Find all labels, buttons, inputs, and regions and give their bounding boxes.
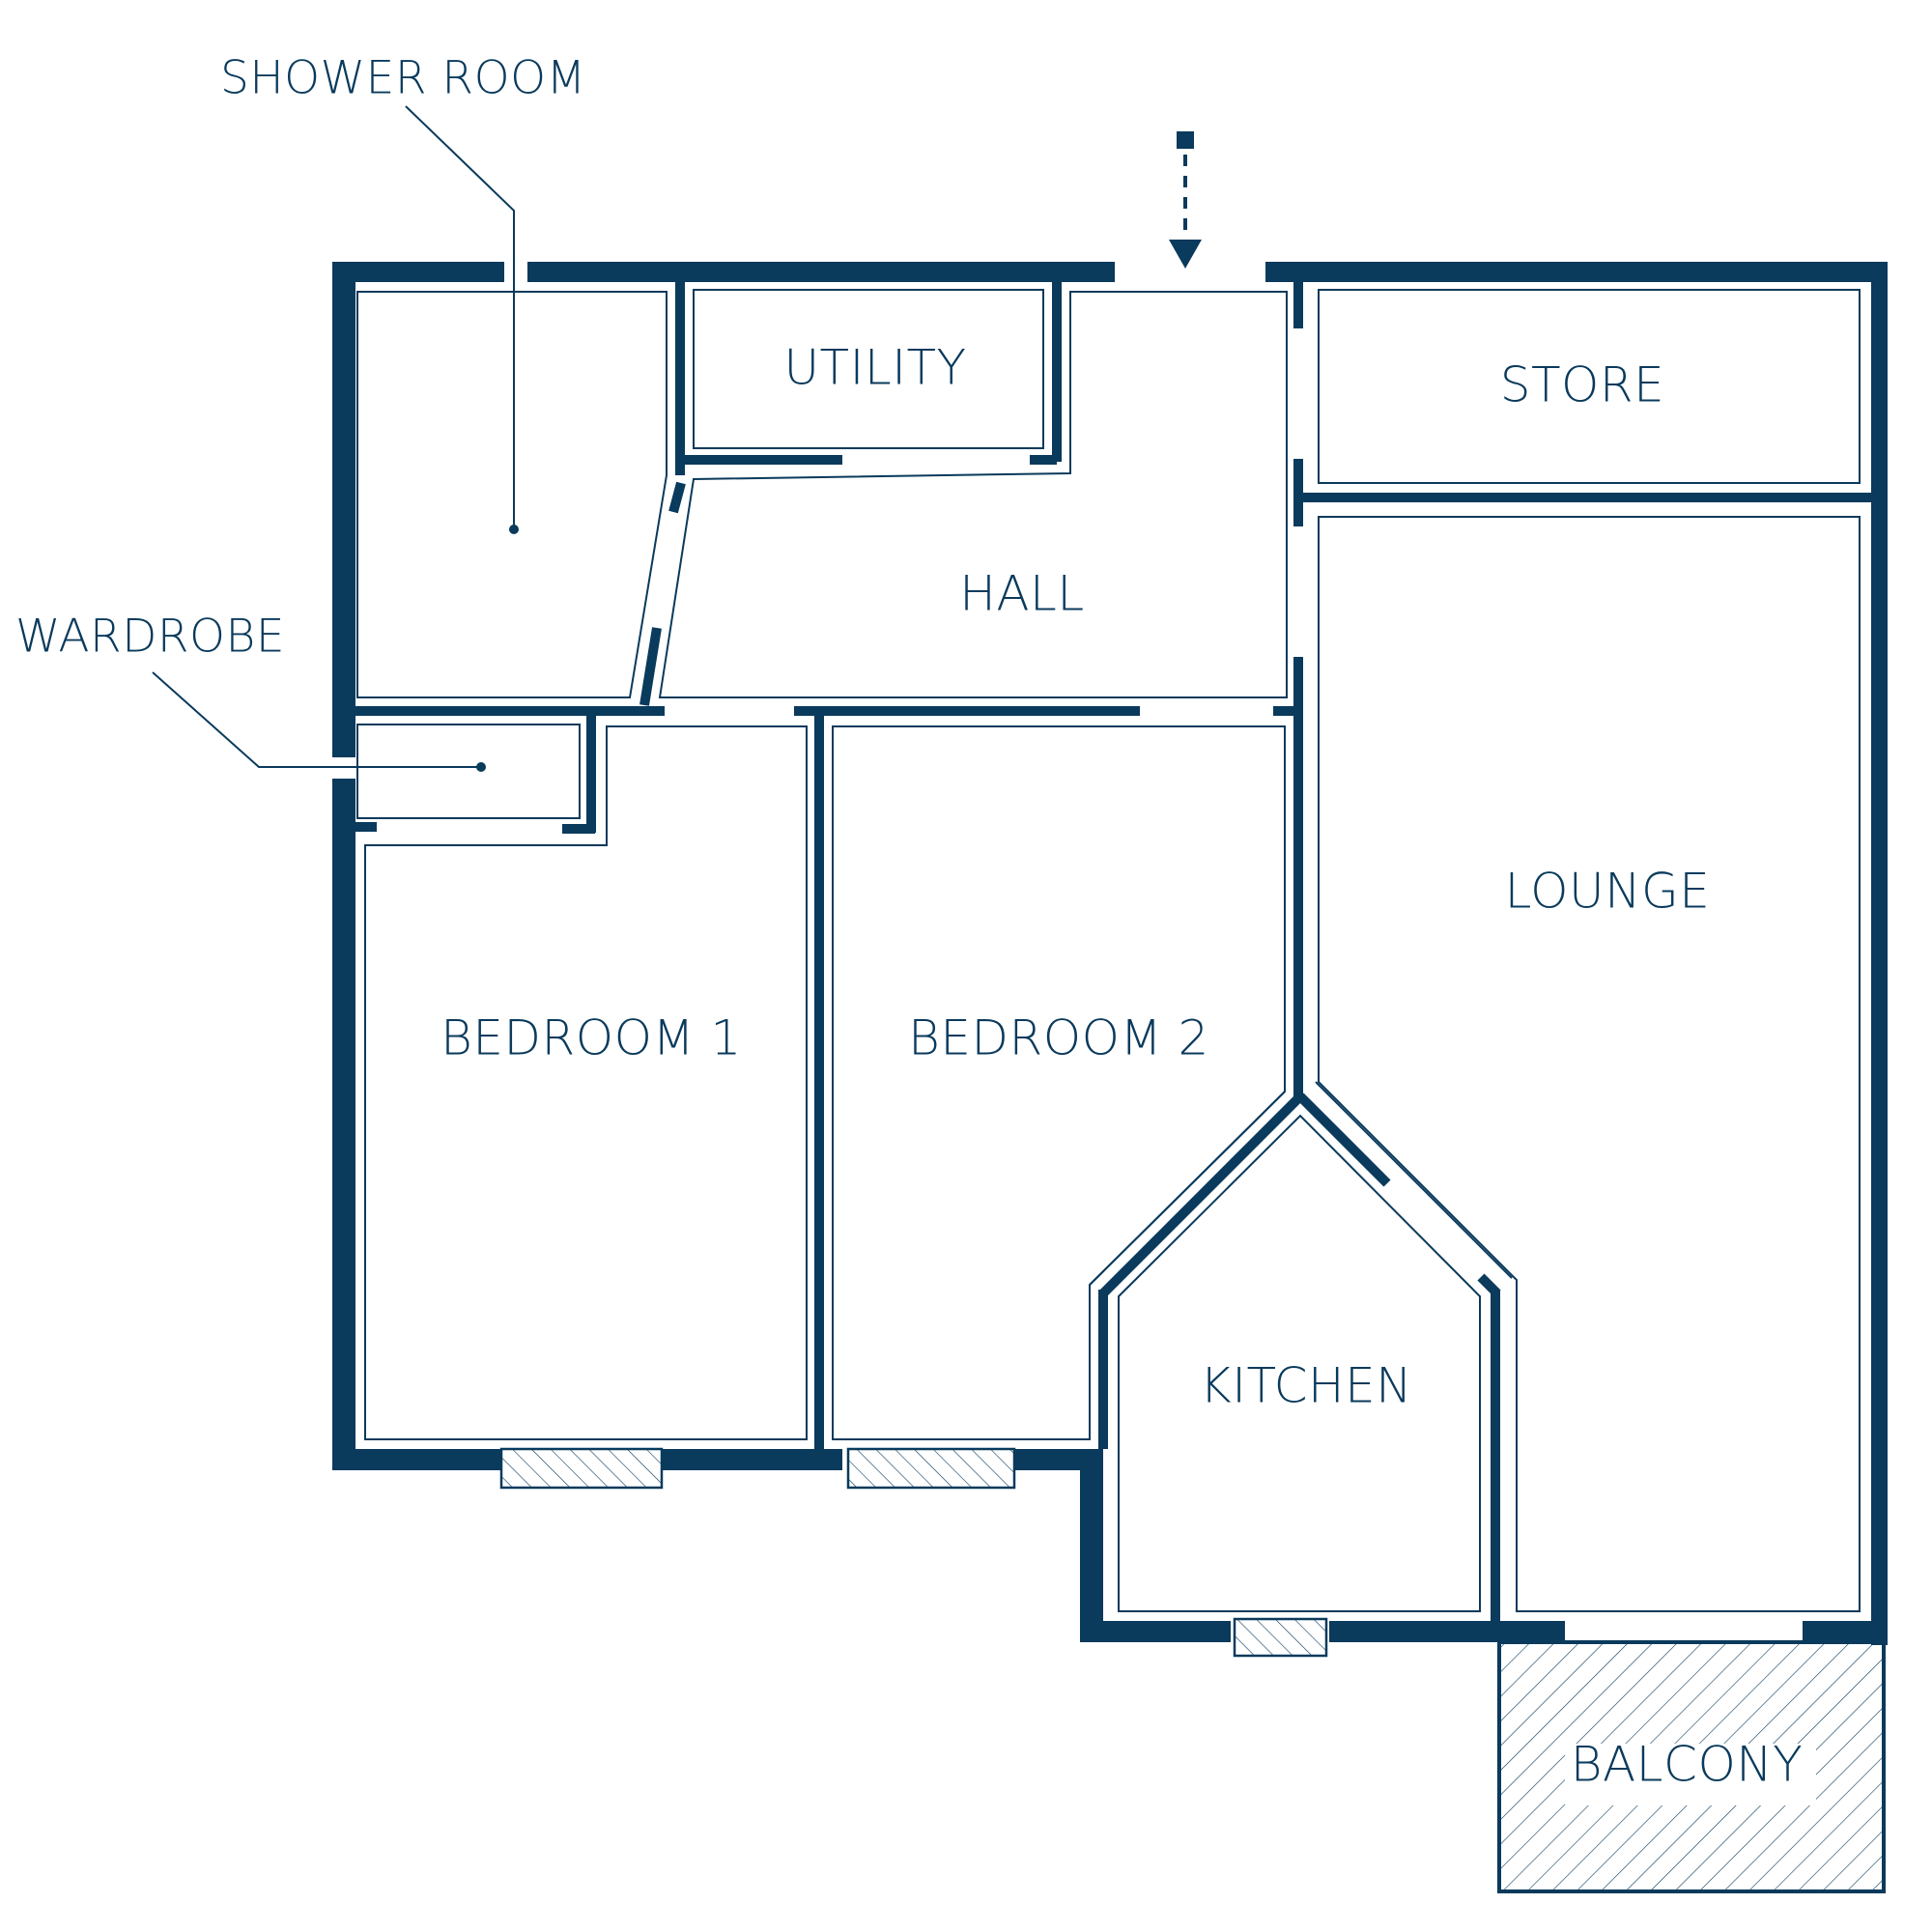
room-outlines — [356, 289, 1861, 1612]
balcony-area — [1497, 1640, 1886, 1893]
label-store: STORE — [1500, 357, 1664, 413]
label-balcony: BALCONY — [1571, 1737, 1804, 1793]
entrance-arrow-icon — [1169, 131, 1202, 269]
leader-lines — [152, 105, 515, 768]
label-shower-room: SHOWER ROOM — [220, 52, 586, 105]
window-icon — [1233, 1617, 1328, 1658]
wardrobe-pointer — [476, 762, 486, 772]
shower-room-pointer — [509, 525, 519, 534]
label-bedroom-1: BEDROOM 1 — [440, 1010, 742, 1066]
label-kitchen: KITCHEN — [1200, 1358, 1412, 1414]
room-labels: SHOWER ROOM WARDROBE UTILITY HALL STORE … — [15, 52, 1803, 1793]
window-icon — [499, 1447, 664, 1490]
window-icon — [846, 1447, 1016, 1490]
label-lounge: LOUNGE — [1505, 864, 1711, 920]
kitchen-lounge-partition — [1089, 1081, 1513, 1286]
label-utility: UTILITY — [783, 340, 966, 396]
label-wardrobe: WARDROBE — [15, 611, 285, 664]
windows — [499, 1447, 1328, 1658]
label-hall: HALL — [959, 566, 1085, 622]
walls — [332, 262, 1888, 1645]
label-bedroom-2: BEDROOM 2 — [908, 1010, 1209, 1066]
interior-walls — [355, 282, 1501, 1625]
